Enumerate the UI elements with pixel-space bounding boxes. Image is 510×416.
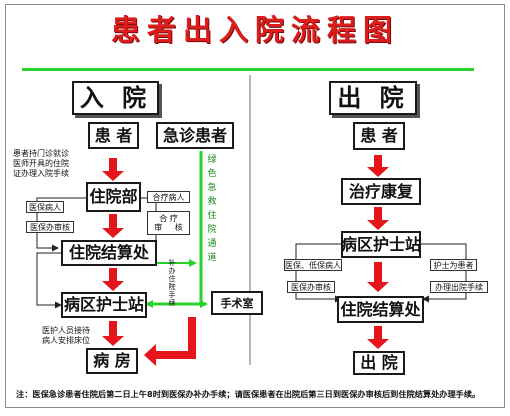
- discharge-heading: 出 院: [329, 81, 417, 115]
- operating-room-box: 手术室: [211, 291, 263, 315]
- arrow-ward-station-to-ward: [102, 321, 124, 346]
- insurance-review-label: 医保办审核: [26, 221, 74, 233]
- admission-office-box: 住院部: [86, 182, 141, 212]
- arrow-discharge-patient-to-recovery: [367, 155, 389, 177]
- cooperative-patient-label: 合疗病人: [147, 191, 190, 203]
- discharge-insurance-review-label: 医保办审核: [287, 281, 335, 293]
- page-title: 患者出入院流程图: [110, 13, 399, 47]
- staff-note-line: 医护人员接待: [42, 326, 90, 335]
- cooperative-review-label: 合 疗 审 核: [147, 211, 190, 235]
- admission-patient-box: 患 者: [88, 122, 139, 149]
- discharge-box: 出 院: [353, 351, 405, 375]
- arrow-patient-to-admission: [102, 158, 124, 181]
- arrow-operating-room-to-ward: [144, 317, 196, 366]
- outpatient-note: 患者持门诊就诊 医师开具的住院 证办理入院手续: [13, 149, 69, 179]
- outpatient-note-line: 医师开具的住院: [13, 159, 69, 168]
- discharge-ward-station-box: 病区护士站: [341, 231, 421, 258]
- supplement-procedure-label: 补办住院手续: [168, 259, 176, 307]
- ward-box: 病 房: [86, 348, 138, 374]
- admission-settlement-box: 住院结算处: [61, 240, 157, 266]
- discharge-patient-box: 患 者: [353, 122, 405, 150]
- cooperative-review-line: 核: [174, 223, 183, 232]
- arrow-settlement-to-discharge: [367, 326, 389, 349]
- green-channel-label: 绿色急救住院通道: [207, 155, 217, 263]
- outpatient-note-line: 患者持门诊就诊: [13, 149, 69, 158]
- cooperative-review-line: 审: [154, 223, 163, 232]
- admission-ward-station-box: 病区护士站: [61, 292, 147, 318]
- discharge-procedure-label: 办理出院手续: [430, 281, 488, 293]
- emergency-patient-box: 急诊患者: [156, 122, 234, 149]
- arrow-admission-to-settlement: [102, 214, 124, 238]
- staff-note-line: 病人安排床位: [42, 336, 90, 345]
- insured-patient-label: 医保病人: [26, 201, 64, 213]
- section-divider: [249, 75, 251, 365]
- discharge-settlement-box: 住院结算处: [337, 296, 424, 323]
- flowchart-poster: 患者出入院流程图: [5, 4, 505, 408]
- footer-note: 注：医保急诊患者住院后第二日上午8时到医保办补办手续；请医保患者在出院后第三日到…: [16, 389, 481, 399]
- low-insured-patient-label: 医保、低保病人: [284, 259, 342, 271]
- cooperative-review-line: 合 疗: [159, 214, 178, 223]
- admission-heading: 入 院: [72, 81, 159, 115]
- staff-note: 医护人员接待 病人安排床位: [42, 326, 90, 346]
- arrow-ward-station-to-settlement: [367, 262, 389, 292]
- title-underline: [22, 68, 474, 71]
- nurse-for-patient-label: 护士为患者: [430, 259, 477, 271]
- outpatient-note-line: 证办理入院手续: [13, 169, 69, 178]
- arrow-settlement-to-ward-station: [102, 268, 124, 291]
- flow-connectors: [36, 151, 467, 366]
- recovery-box: 治疗康复: [341, 178, 421, 205]
- arrow-recovery-to-ward-station: [367, 207, 389, 230]
